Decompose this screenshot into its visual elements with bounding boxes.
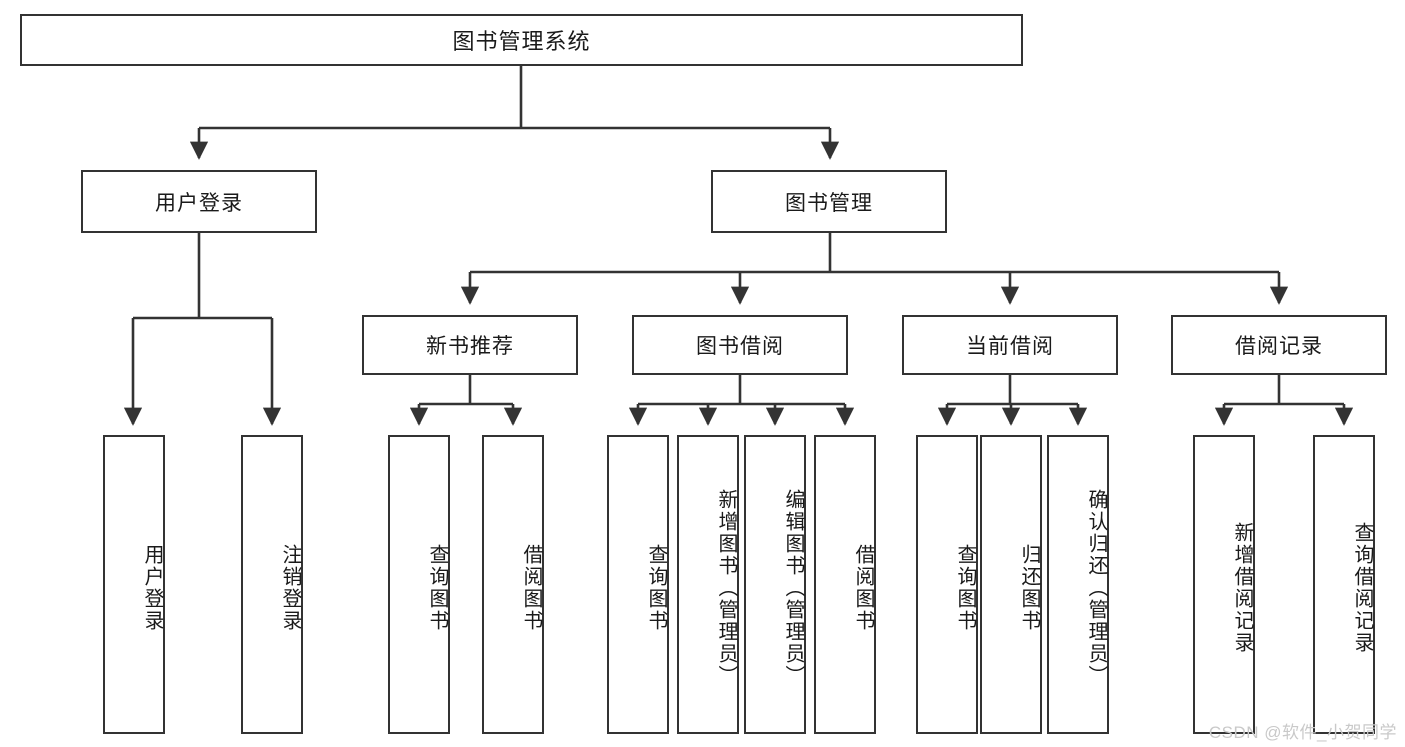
- leaf-user-login-signout[interactable]: 注销登录: [241, 435, 303, 734]
- leaf-label: 确认归还（管理员）: [1085, 488, 1107, 687]
- leaf-label: 编辑图书（管理员）: [782, 488, 804, 687]
- node-user-login[interactable]: 用户登录: [81, 170, 317, 233]
- leaf-label: 归还图书: [1018, 543, 1040, 632]
- csdn-watermark: CSDN @软件_小贺同学: [1208, 723, 1397, 742]
- leaf-borrow-edit-book[interactable]: 编辑图书（管理员）: [744, 435, 806, 734]
- node-book-management[interactable]: 图书管理: [711, 170, 947, 233]
- leaf-label: 借阅图书: [520, 543, 542, 632]
- leaf-current-confirm-return[interactable]: 确认归还（管理员）: [1047, 435, 1109, 734]
- node-book-borrow[interactable]: 图书借阅: [632, 315, 848, 375]
- leaf-label: 借阅图书: [852, 543, 874, 632]
- leaf-label: 查询借阅记录: [1351, 521, 1373, 654]
- leaf-new-book-borrow[interactable]: 借阅图书: [482, 435, 544, 734]
- node-book-management-label: 图书管理: [785, 191, 873, 215]
- leaf-user-login-signin[interactable]: 用户登录: [103, 435, 165, 734]
- leaf-label: 新增借阅记录: [1231, 521, 1253, 654]
- leaf-label: 查询图书: [954, 543, 976, 632]
- leaf-label: 新增图书（管理员）: [715, 488, 737, 687]
- node-user-login-label: 用户登录: [155, 191, 243, 215]
- leaf-records-search[interactable]: 查询借阅记录: [1313, 435, 1375, 734]
- leaf-label: 查询图书: [426, 543, 448, 632]
- leaf-label: 用户登录: [141, 543, 163, 632]
- leaf-records-add[interactable]: 新增借阅记录: [1193, 435, 1255, 734]
- node-root[interactable]: 图书管理系统: [20, 14, 1023, 66]
- leaf-borrow-search-book[interactable]: 查询图书: [607, 435, 669, 734]
- node-borrow-records[interactable]: 借阅记录: [1171, 315, 1387, 375]
- node-borrow-records-label: 借阅记录: [1235, 335, 1323, 358]
- leaf-current-search-book[interactable]: 查询图书: [916, 435, 978, 734]
- node-current-borrow-label: 当前借阅: [966, 335, 1054, 358]
- leaf-label: 注销登录: [279, 543, 301, 632]
- leaf-current-return-book[interactable]: 归还图书: [980, 435, 1042, 734]
- leaf-label: 查询图书: [645, 543, 667, 632]
- leaf-borrow-add-book[interactable]: 新增图书（管理员）: [677, 435, 739, 734]
- leaf-borrow-borrow-book[interactable]: 借阅图书: [814, 435, 876, 734]
- leaf-new-book-search[interactable]: 查询图书: [388, 435, 450, 734]
- node-new-book-recommend-label: 新书推荐: [426, 335, 514, 358]
- node-book-borrow-label: 图书借阅: [696, 335, 784, 358]
- node-new-book-recommend[interactable]: 新书推荐: [362, 315, 578, 375]
- node-root-label: 图书管理系统: [452, 29, 591, 54]
- node-current-borrow[interactable]: 当前借阅: [902, 315, 1118, 375]
